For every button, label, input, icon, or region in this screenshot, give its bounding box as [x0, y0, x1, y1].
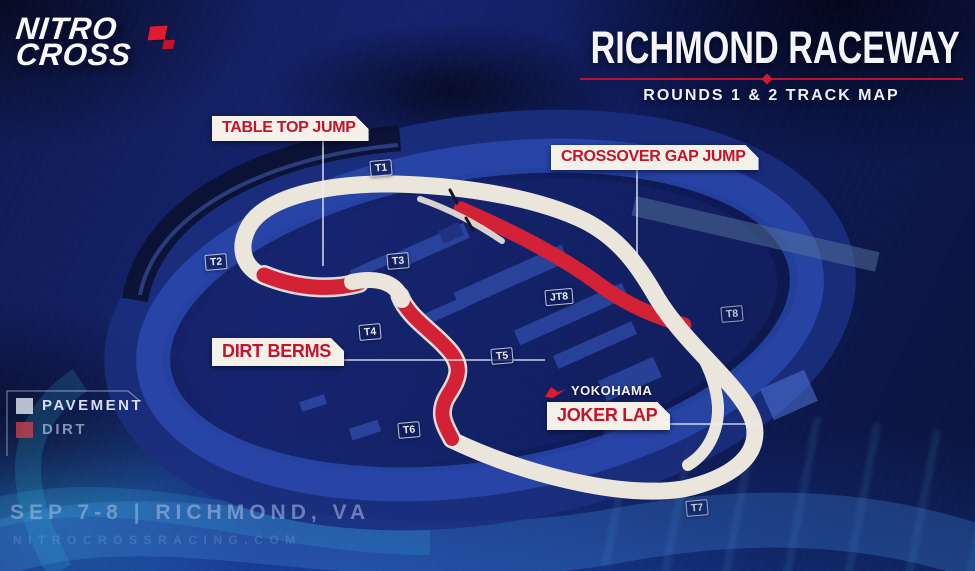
callout-crossover-gap-jump-label: CROSSOVER GAP JUMP — [551, 145, 759, 170]
callout-joker-lap-label: JOKER LAP — [547, 402, 670, 430]
callout-table-top-jump-label: TABLE TOP JUMP — [212, 116, 369, 141]
page-title: RICHMOND RACEWAY — [590, 22, 960, 73]
title-divider — [580, 73, 963, 85]
swoosh-decoration — [0, 492, 975, 571]
grandstand-top-left — [122, 125, 402, 303]
yokohama-wing-icon — [545, 386, 566, 398]
legend-item-pavement: PAVEMENT — [16, 397, 157, 414]
legend-frame — [6, 390, 141, 456]
sponsor-yokohama-label: YOKOHAMA — [571, 383, 653, 398]
turn-marker-t1: T1 — [369, 159, 393, 177]
grandstand-edge-highlight — [138, 143, 399, 296]
nitrocross-logo: NITRO CROSS — [14, 11, 175, 72]
start-finish-marks — [448, 188, 475, 232]
turn-marker-t7: T7 — [685, 499, 709, 517]
turn-marker-t4: T4 — [358, 323, 382, 341]
page-subtitle: ROUNDS 1 & 2 TRACK MAP — [643, 87, 900, 104]
infield-buildings — [299, 222, 818, 441]
turn-marker-jt8: JT8 — [544, 287, 574, 307]
callout-dirt-berms-label: DIRT BERMS — [212, 338, 344, 366]
nitrocross-logo-line2: CROSS — [14, 37, 134, 72]
callout-table-top-jump: TABLE TOP JUMP — [212, 116, 369, 141]
event-date: SEP 7-8 | RICHMOND, VA — [10, 501, 371, 524]
legend-pavement-label: PAVEMENT — [42, 397, 144, 414]
pavement-track-path — [234, 175, 764, 500]
dirt-infield-path-2 — [393, 289, 465, 446]
callout-crossover-gap-jump: CROSSOVER GAP JUMP — [551, 145, 759, 170]
legend-item-dirt: DIRT — [16, 421, 157, 438]
legend: PAVEMENT DIRT — [7, 390, 157, 438]
grandstand-backstretch — [631, 196, 880, 272]
swoosh-decoration-teal — [0, 486, 431, 555]
pavement-infield-link-path — [344, 272, 410, 308]
dirt-crossover-path — [453, 201, 692, 333]
dirt-swatch-icon — [16, 421, 33, 438]
callout-dirt-berms: DIRT BERMS — [212, 338, 344, 366]
swoosh-decoration-left — [15, 369, 88, 571]
callout-joker-lap: JOKER LAP — [547, 402, 670, 430]
turn-marker-t6: T6 — [397, 421, 421, 439]
legend-dirt-label: DIRT — [42, 421, 87, 438]
turn-marker-t2: T2 — [204, 253, 228, 271]
turn-marker-t3: T3 — [386, 252, 410, 270]
joker-lap-path — [675, 322, 725, 471]
pavement-swatch-icon — [16, 397, 33, 414]
turn-marker-t5: T5 — [490, 347, 514, 365]
sponsor-yokohama: YOKOHAMA — [545, 383, 652, 398]
website-url: NITROCROSSRACING.COM — [13, 533, 302, 547]
nitrocross-logo-square-small-icon — [162, 39, 175, 50]
nitrocross-logo-square-icon — [147, 25, 168, 41]
turn-marker-t8: T8 — [720, 305, 744, 323]
